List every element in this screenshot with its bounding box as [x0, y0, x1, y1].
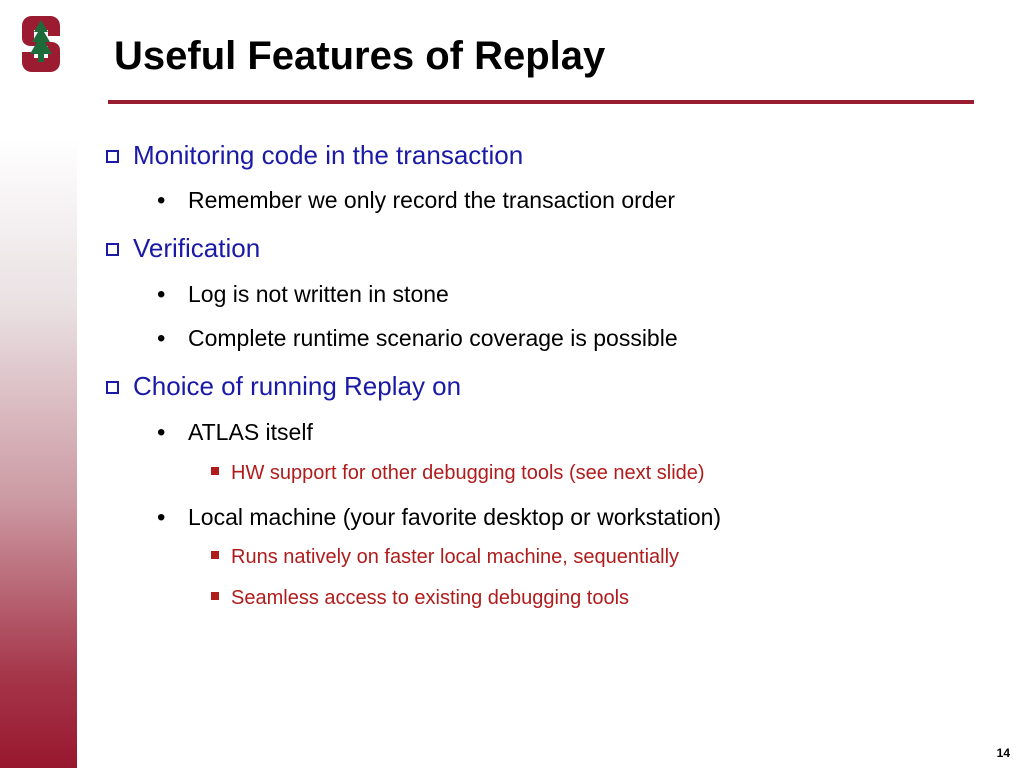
round-bullet-icon: • [157, 419, 166, 446]
title-underline [108, 100, 974, 104]
round-bullet-icon: • [157, 504, 166, 531]
bullet-text: HW support for other debugging tools (se… [231, 462, 705, 484]
hollow-square-bullet-icon [106, 381, 119, 394]
bullet-level3-item: Runs natively on faster local machine, s… [211, 547, 679, 567]
hollow-square-bullet-icon [106, 150, 119, 163]
bullet-level1-item: Monitoring code in the transaction [106, 142, 523, 168]
round-bullet-icon: • [157, 325, 166, 352]
bullet-level2-item: • Log is not written in stone [157, 283, 449, 307]
bullet-text: Choice of running Replay on [133, 371, 462, 401]
sidebar-gradient [0, 0, 77, 768]
filled-square-bullet-icon [211, 551, 219, 559]
bullet-level1-item: Verification [106, 235, 260, 261]
bullet-level1-item: Choice of running Replay on [106, 373, 461, 399]
bullet-text: Runs natively on faster local machine, s… [231, 546, 680, 568]
bullet-level3-item: Seamless access to existing debugging to… [211, 588, 629, 608]
bullet-level2-item: • Remember we only record the transaction… [157, 189, 675, 213]
bullet-level2-item: • Complete runtime scenario coverage is p… [157, 327, 678, 351]
bullet-text: Log is not written in stone [188, 281, 449, 307]
bullet-text: Monitoring code in the transaction [133, 140, 524, 170]
filled-square-bullet-icon [211, 592, 219, 600]
bullet-level2-item: • Local machine (your favorite desktop or… [157, 506, 721, 530]
hollow-square-bullet-icon [106, 243, 119, 256]
bullet-text: Local machine (your favorite desktop or … [188, 504, 722, 530]
bullet-level2-item: • ATLAS itself [157, 421, 313, 445]
bullet-text: Verification [133, 233, 261, 263]
filled-square-bullet-icon [211, 467, 219, 475]
bullet-level3-item: HW support for other debugging tools (se… [211, 463, 705, 483]
bullet-text: Seamless access to existing debugging to… [231, 587, 630, 609]
bullet-text: Complete runtime scenario coverage is po… [188, 325, 678, 351]
stanford-logo-icon [22, 16, 60, 72]
page-number: 14 [996, 746, 1010, 760]
slide-title: Useful Features of Replay [114, 34, 606, 78]
bullet-text: ATLAS itself [188, 419, 313, 445]
bullet-text: Remember we only record the transaction … [188, 187, 676, 213]
round-bullet-icon: • [157, 187, 166, 214]
round-bullet-icon: • [157, 281, 166, 308]
